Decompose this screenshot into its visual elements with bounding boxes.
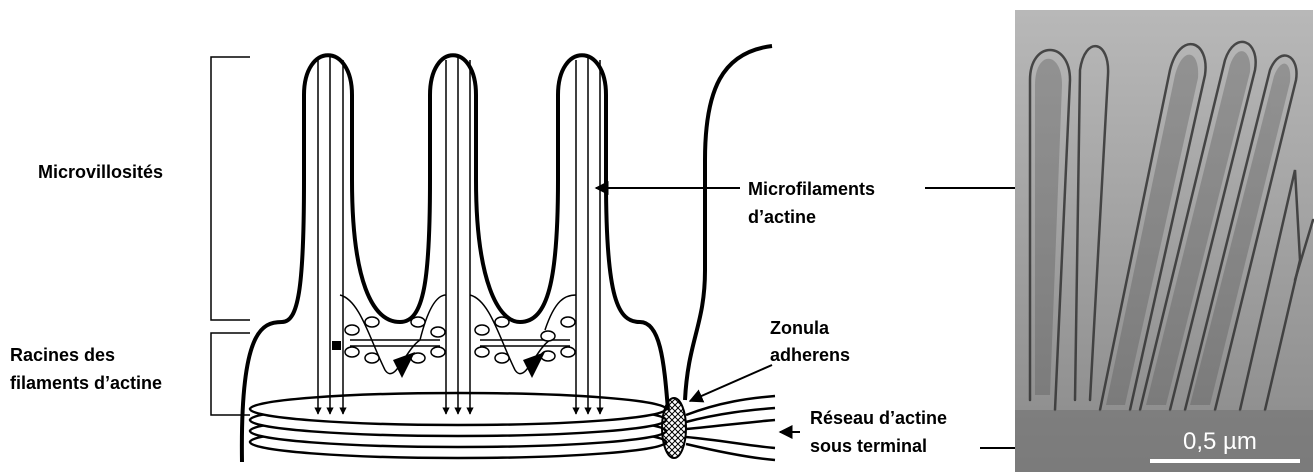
label-zonula-line2: adherens (770, 345, 850, 365)
label-zonula-line1: Zonula (770, 318, 830, 338)
actin-bundle (318, 55, 343, 414)
zonula-adherens (662, 398, 686, 458)
zonula-pointer (690, 365, 772, 401)
actin-bundle (576, 55, 600, 414)
subterminal-actin-lines (686, 396, 775, 460)
scale-bar-label: 0,5 µm (1183, 428, 1257, 455)
label-reseau-line2: sous terminal (810, 436, 927, 456)
label-microfilaments-line2: d’actine (748, 207, 816, 227)
label-reseau-line1: Réseau d’actine (810, 408, 947, 428)
actin-bundle (446, 55, 470, 414)
label-microfilaments-line1: Microfilaments (748, 179, 875, 199)
electron-micrograph: 0,5 µm (1015, 10, 1313, 472)
label-microvillosites: Microvillosités (38, 162, 163, 182)
label-racines-line2: filaments d’actine (10, 373, 162, 393)
microvillosites-bracket (211, 57, 250, 320)
label-racines-line1: Racines des (10, 345, 115, 365)
